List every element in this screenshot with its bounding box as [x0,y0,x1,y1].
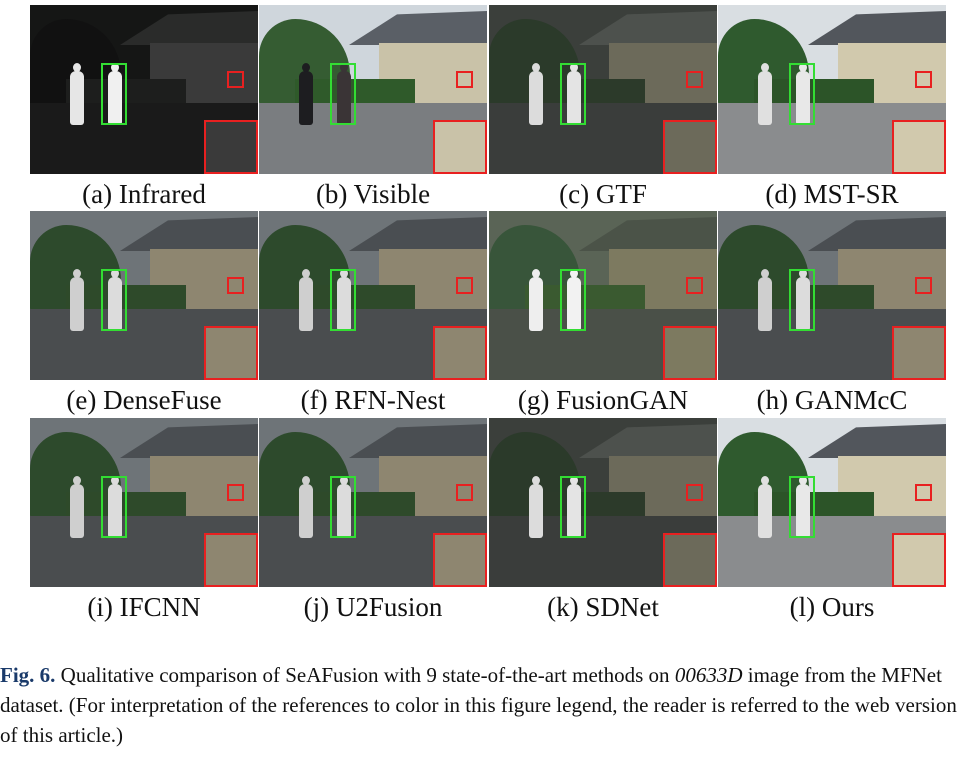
highlight-box-red [227,277,244,294]
highlight-box-red [686,71,703,88]
figure-grid: (a) Infrared (b) Visible (c) GTF (d) MST-SR… [30,5,946,626]
panel-image [489,418,717,587]
panel: (h) GANMcC [718,211,946,419]
highlight-box-red [456,484,473,501]
panel: (i) IFCNN [30,418,258,626]
panel-caption: (g) FusionGAN [517,385,689,415]
highlight-box-red [456,277,473,294]
panel-caption: (a) Infrared [82,179,206,209]
zoom-inset [892,326,946,380]
highlight-box-red [227,71,244,88]
highlight-box-green [101,269,127,331]
caption-image-name: 00633D [674,663,743,687]
zoom-inset [433,120,487,174]
panel: (d) MST-SR [718,5,946,213]
panel-image [718,211,946,380]
zoom-inset [204,120,258,174]
panel: (b) Visible [259,5,487,213]
panel-image [30,418,258,587]
panel-caption: (b) Visible [315,179,431,209]
zoom-inset [204,533,258,587]
highlight-box-green [789,476,815,538]
highlight-box-green [560,63,586,125]
panel-image [259,418,487,587]
panel: (g) FusionGAN [489,211,717,419]
highlight-box-green [789,269,815,331]
highlight-box-green [330,269,356,331]
panel-caption: (e) DenseFuse [66,385,222,415]
panel-caption: (k) SDNet [547,592,659,622]
panel-image [489,211,717,380]
zoom-inset [204,326,258,380]
panel-caption: (j) U2Fusion [303,592,443,622]
highlight-box-green [330,476,356,538]
panel-image [718,418,946,587]
panel: (k) SDNet [489,418,717,626]
highlight-box-red [456,71,473,88]
zoom-inset [663,120,717,174]
highlight-box-red [227,484,244,501]
panel: (f) RFN-Nest [259,211,487,419]
zoom-inset [433,533,487,587]
panel-caption: (d) MST-SR [765,179,899,209]
panel-caption: (l) Ours [789,592,875,622]
panel-image [30,211,258,380]
panel-caption: (i) IFCNN [87,592,201,622]
panel-image [259,5,487,174]
panel: (e) DenseFuse [30,211,258,419]
caption-text-after: image from the MFNet dataset. (For inter… [0,663,957,747]
panel-caption: (c) GTF [559,179,647,209]
figure-caption: Fig. 6. Qualitative comparison of SeAFus… [0,660,975,750]
zoom-inset [892,120,946,174]
panel: (c) GTF [489,5,717,213]
panel-caption: (h) GANMcC [756,385,908,415]
highlight-box-red [915,484,932,501]
highlight-box-green [560,476,586,538]
zoom-inset [663,533,717,587]
highlight-box-red [686,277,703,294]
figure-label: Fig. 6. [0,663,56,687]
panel-image [259,211,487,380]
zoom-inset [663,326,717,380]
highlight-box-green [560,269,586,331]
zoom-inset [892,533,946,587]
caption-text-before: Qualitative comparison of SeAFusion with… [55,663,675,687]
highlight-box-green [101,476,127,538]
highlight-box-green [330,63,356,125]
panel-image [489,5,717,174]
highlight-box-green [789,63,815,125]
panel-caption: (f) RFN-Nest [300,385,446,415]
highlight-box-red [915,71,932,88]
panel: (l) Ours [718,418,946,626]
panel: (a) Infrared [30,5,258,213]
highlight-box-red [686,484,703,501]
zoom-inset [433,326,487,380]
panel: (j) U2Fusion [259,418,487,626]
panel-image [30,5,258,174]
highlight-box-green [101,63,127,125]
panel-image [718,5,946,174]
highlight-box-red [915,277,932,294]
